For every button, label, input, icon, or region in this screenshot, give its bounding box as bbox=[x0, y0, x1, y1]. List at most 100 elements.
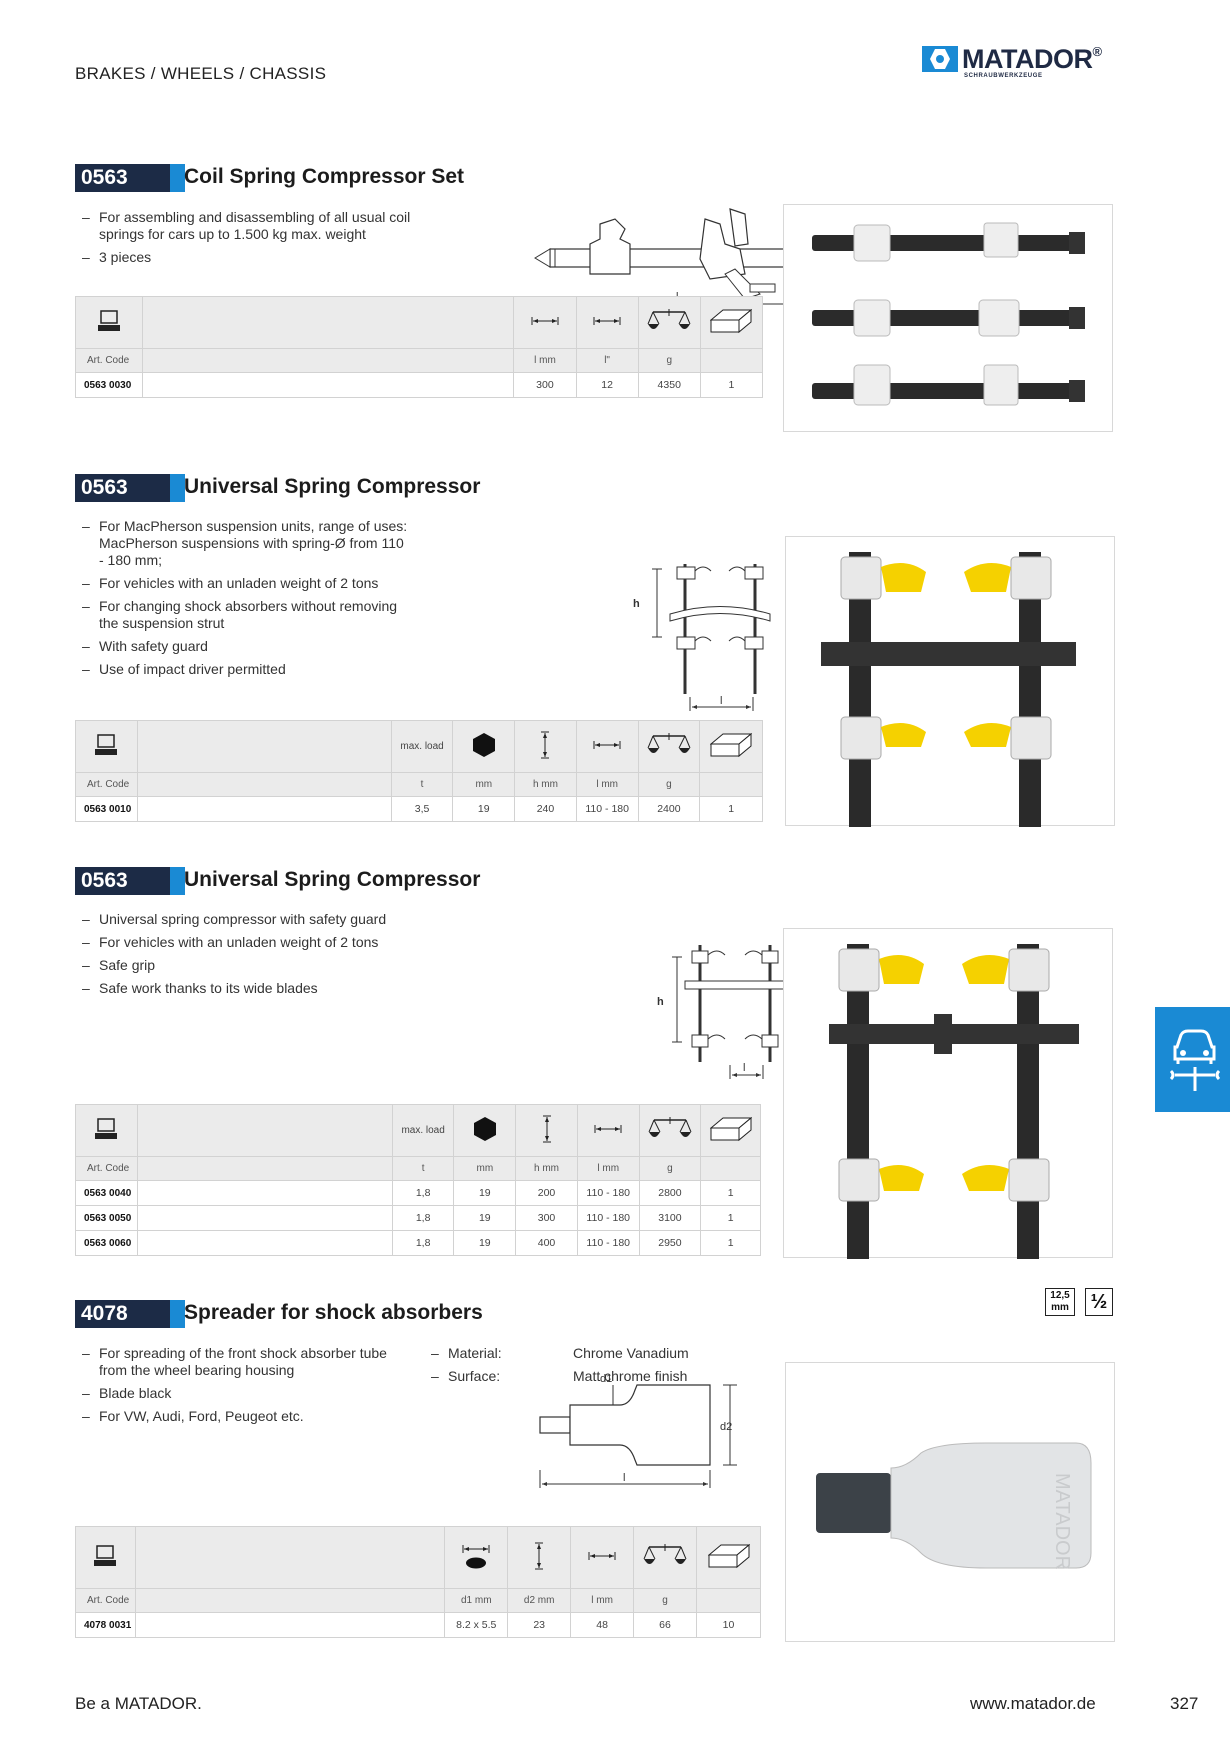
feature-list: For spreading of the front shock absorbe… bbox=[82, 1345, 412, 1431]
product-section-coil-spring-set: 0563 Coil Spring Compressor Set For asse… bbox=[75, 164, 1115, 434]
article-code: 0563 0010 bbox=[75, 796, 138, 822]
table-cell: 110 - 180 bbox=[576, 1230, 640, 1256]
spec-table: Art. Code d1 mm d2 mm l mm g 4078 0031 8… bbox=[75, 1526, 761, 1638]
universal-compressor-drawing: h l bbox=[633, 564, 771, 711]
column-header: mm bbox=[452, 772, 516, 797]
footer-url[interactable]: www.matador.de bbox=[970, 1694, 1096, 1713]
table-row: 0563 0040 1,8 19 200 110 - 180 2800 1 bbox=[75, 1180, 761, 1206]
scale-icon bbox=[648, 1117, 692, 1137]
table-cell: 8.2 x 5.5 bbox=[444, 1612, 509, 1638]
column-header: h mm bbox=[514, 772, 577, 797]
code-accent bbox=[170, 867, 185, 895]
column-header: l mm bbox=[575, 772, 639, 797]
product-title: Universal Spring Compressor bbox=[184, 475, 481, 498]
table-cell: 1,8 bbox=[391, 1180, 455, 1206]
table-cell: 200 bbox=[515, 1180, 578, 1206]
product-photo: MATADOR bbox=[785, 1362, 1115, 1642]
product-title: Universal Spring Compressor bbox=[184, 868, 481, 891]
computer-icon bbox=[97, 310, 120, 331]
table-cell: 240 bbox=[514, 796, 577, 822]
product-title: Coil Spring Compressor Set bbox=[184, 165, 465, 188]
scale-icon bbox=[647, 733, 691, 753]
height-arrow-icon bbox=[535, 1542, 544, 1570]
column-header: l mm bbox=[576, 1156, 640, 1181]
hex-icon bbox=[472, 733, 495, 757]
table-row: 0563 0030 300 12 4350 1 bbox=[75, 372, 764, 398]
table-cell: 300 bbox=[515, 1205, 578, 1231]
table-cell: 12 bbox=[575, 372, 639, 398]
spec-table: max. load Art. Code t mm h mm l mm g 056… bbox=[75, 720, 763, 822]
table-cell: 110 - 180 bbox=[575, 796, 639, 822]
feature-item: For changing shock absorbers without rem… bbox=[82, 598, 412, 632]
section-header: 0563 Universal Spring Compressor bbox=[75, 867, 875, 895]
length-arrow-icon bbox=[531, 317, 559, 325]
page-category: BRAKES / WHEELS / CHASSIS bbox=[75, 64, 327, 83]
table-cell: 1 bbox=[700, 1205, 761, 1231]
product-code: 0563 bbox=[75, 164, 170, 192]
box-icon bbox=[710, 308, 753, 334]
universal-compressor-drawing: h l bbox=[657, 945, 786, 1079]
category-side-tab[interactable] bbox=[1155, 1007, 1230, 1112]
table-cell: 110 - 180 bbox=[576, 1205, 640, 1231]
table-cell: 1,8 bbox=[391, 1230, 455, 1256]
length-arrow-icon bbox=[594, 1125, 622, 1133]
table-cell: 1 bbox=[699, 372, 764, 398]
car-repair-icon bbox=[1169, 1029, 1221, 1091]
drive-size-badge: 12,5 mm bbox=[1045, 1288, 1075, 1316]
scale-icon bbox=[647, 309, 691, 329]
drawing-label-l: l bbox=[720, 695, 722, 707]
table-cell: 110 - 180 bbox=[576, 1180, 640, 1206]
feature-item: With safety guard bbox=[82, 638, 412, 655]
surface-value: Matt chrome finish bbox=[573, 1368, 688, 1384]
spec-table: max. load Art. Code t mm h mm l mm g 056… bbox=[75, 1104, 761, 1256]
table-cell: 48 bbox=[570, 1612, 635, 1638]
column-header bbox=[699, 348, 764, 373]
product-photo bbox=[783, 204, 1113, 432]
box-icon bbox=[707, 1543, 750, 1569]
column-header: d2 mm bbox=[507, 1588, 572, 1613]
universal-compressor-photo bbox=[821, 552, 1076, 827]
table-cell: 3,5 bbox=[390, 796, 454, 822]
table-row: 0563 0010 3,5 19 240 110 - 180 2400 1 bbox=[75, 796, 763, 822]
feature-item: For vehicles with an unladen weight of 2… bbox=[82, 934, 482, 951]
feature-item: For vehicles with an unladen weight of 2… bbox=[82, 575, 412, 592]
product-section-shock-absorber-spreader: 4078 Spreader for shock absorbers For sp… bbox=[75, 1288, 1115, 1645]
product-code: 4078 bbox=[75, 1300, 170, 1328]
feature-item: Safe work thanks to its wide blades bbox=[82, 980, 482, 997]
section-header: 0563 Coil Spring Compressor Set bbox=[75, 164, 875, 192]
table-row: 4078 0031 8.2 x 5.5 23 48 66 10 bbox=[75, 1612, 761, 1638]
feature-list: For assembling and disassembling of all … bbox=[82, 209, 442, 272]
table-cell: 4350 bbox=[637, 372, 701, 398]
logo-text: MATADOR bbox=[962, 44, 1093, 74]
matador-logo: MATADOR® SCHRAUBWERKZEUGE bbox=[922, 44, 1122, 80]
table-cell: 1 bbox=[699, 796, 763, 822]
oval-icon bbox=[466, 1557, 487, 1568]
drawing-label-l: l bbox=[623, 1472, 625, 1484]
article-code: 0563 0040 bbox=[75, 1180, 138, 1206]
footer-slogan: Be a MATADOR. bbox=[75, 1694, 202, 1713]
column-header: g bbox=[637, 348, 701, 373]
box-icon bbox=[709, 732, 753, 758]
column-header bbox=[699, 772, 763, 797]
length-arrow-icon bbox=[588, 1552, 616, 1560]
table-cell: 19 bbox=[453, 1205, 517, 1231]
drive-size-unit: mm bbox=[1051, 1302, 1069, 1313]
product-code: 0563 bbox=[75, 474, 170, 502]
computer-icon bbox=[95, 1118, 118, 1139]
article-code: 0563 0060 bbox=[75, 1230, 138, 1256]
height-arrow-icon bbox=[542, 1115, 551, 1143]
product-section-universal-spring-compressor-2: 0563 Universal Spring Compressor Univers… bbox=[75, 867, 1115, 1267]
table-cell: 23 bbox=[507, 1612, 572, 1638]
product-title: Spreader for shock absorbers bbox=[184, 1301, 483, 1324]
max-load-label: max. load bbox=[390, 720, 454, 773]
table-cell: 10 bbox=[696, 1612, 761, 1638]
feature-item: 3 pieces bbox=[82, 249, 442, 266]
article-code: 4078 0031 bbox=[75, 1612, 136, 1638]
compressor-rod-3 bbox=[812, 364, 1085, 406]
max-load-label: max. load bbox=[391, 1104, 455, 1157]
feature-item: Use of impact driver permitted bbox=[82, 661, 412, 678]
universal-compressor-photo bbox=[829, 944, 1079, 1259]
drawing-label-h: h bbox=[657, 996, 664, 1008]
drawing-label-h: h bbox=[633, 598, 640, 610]
logo-mark-icon bbox=[922, 46, 958, 72]
